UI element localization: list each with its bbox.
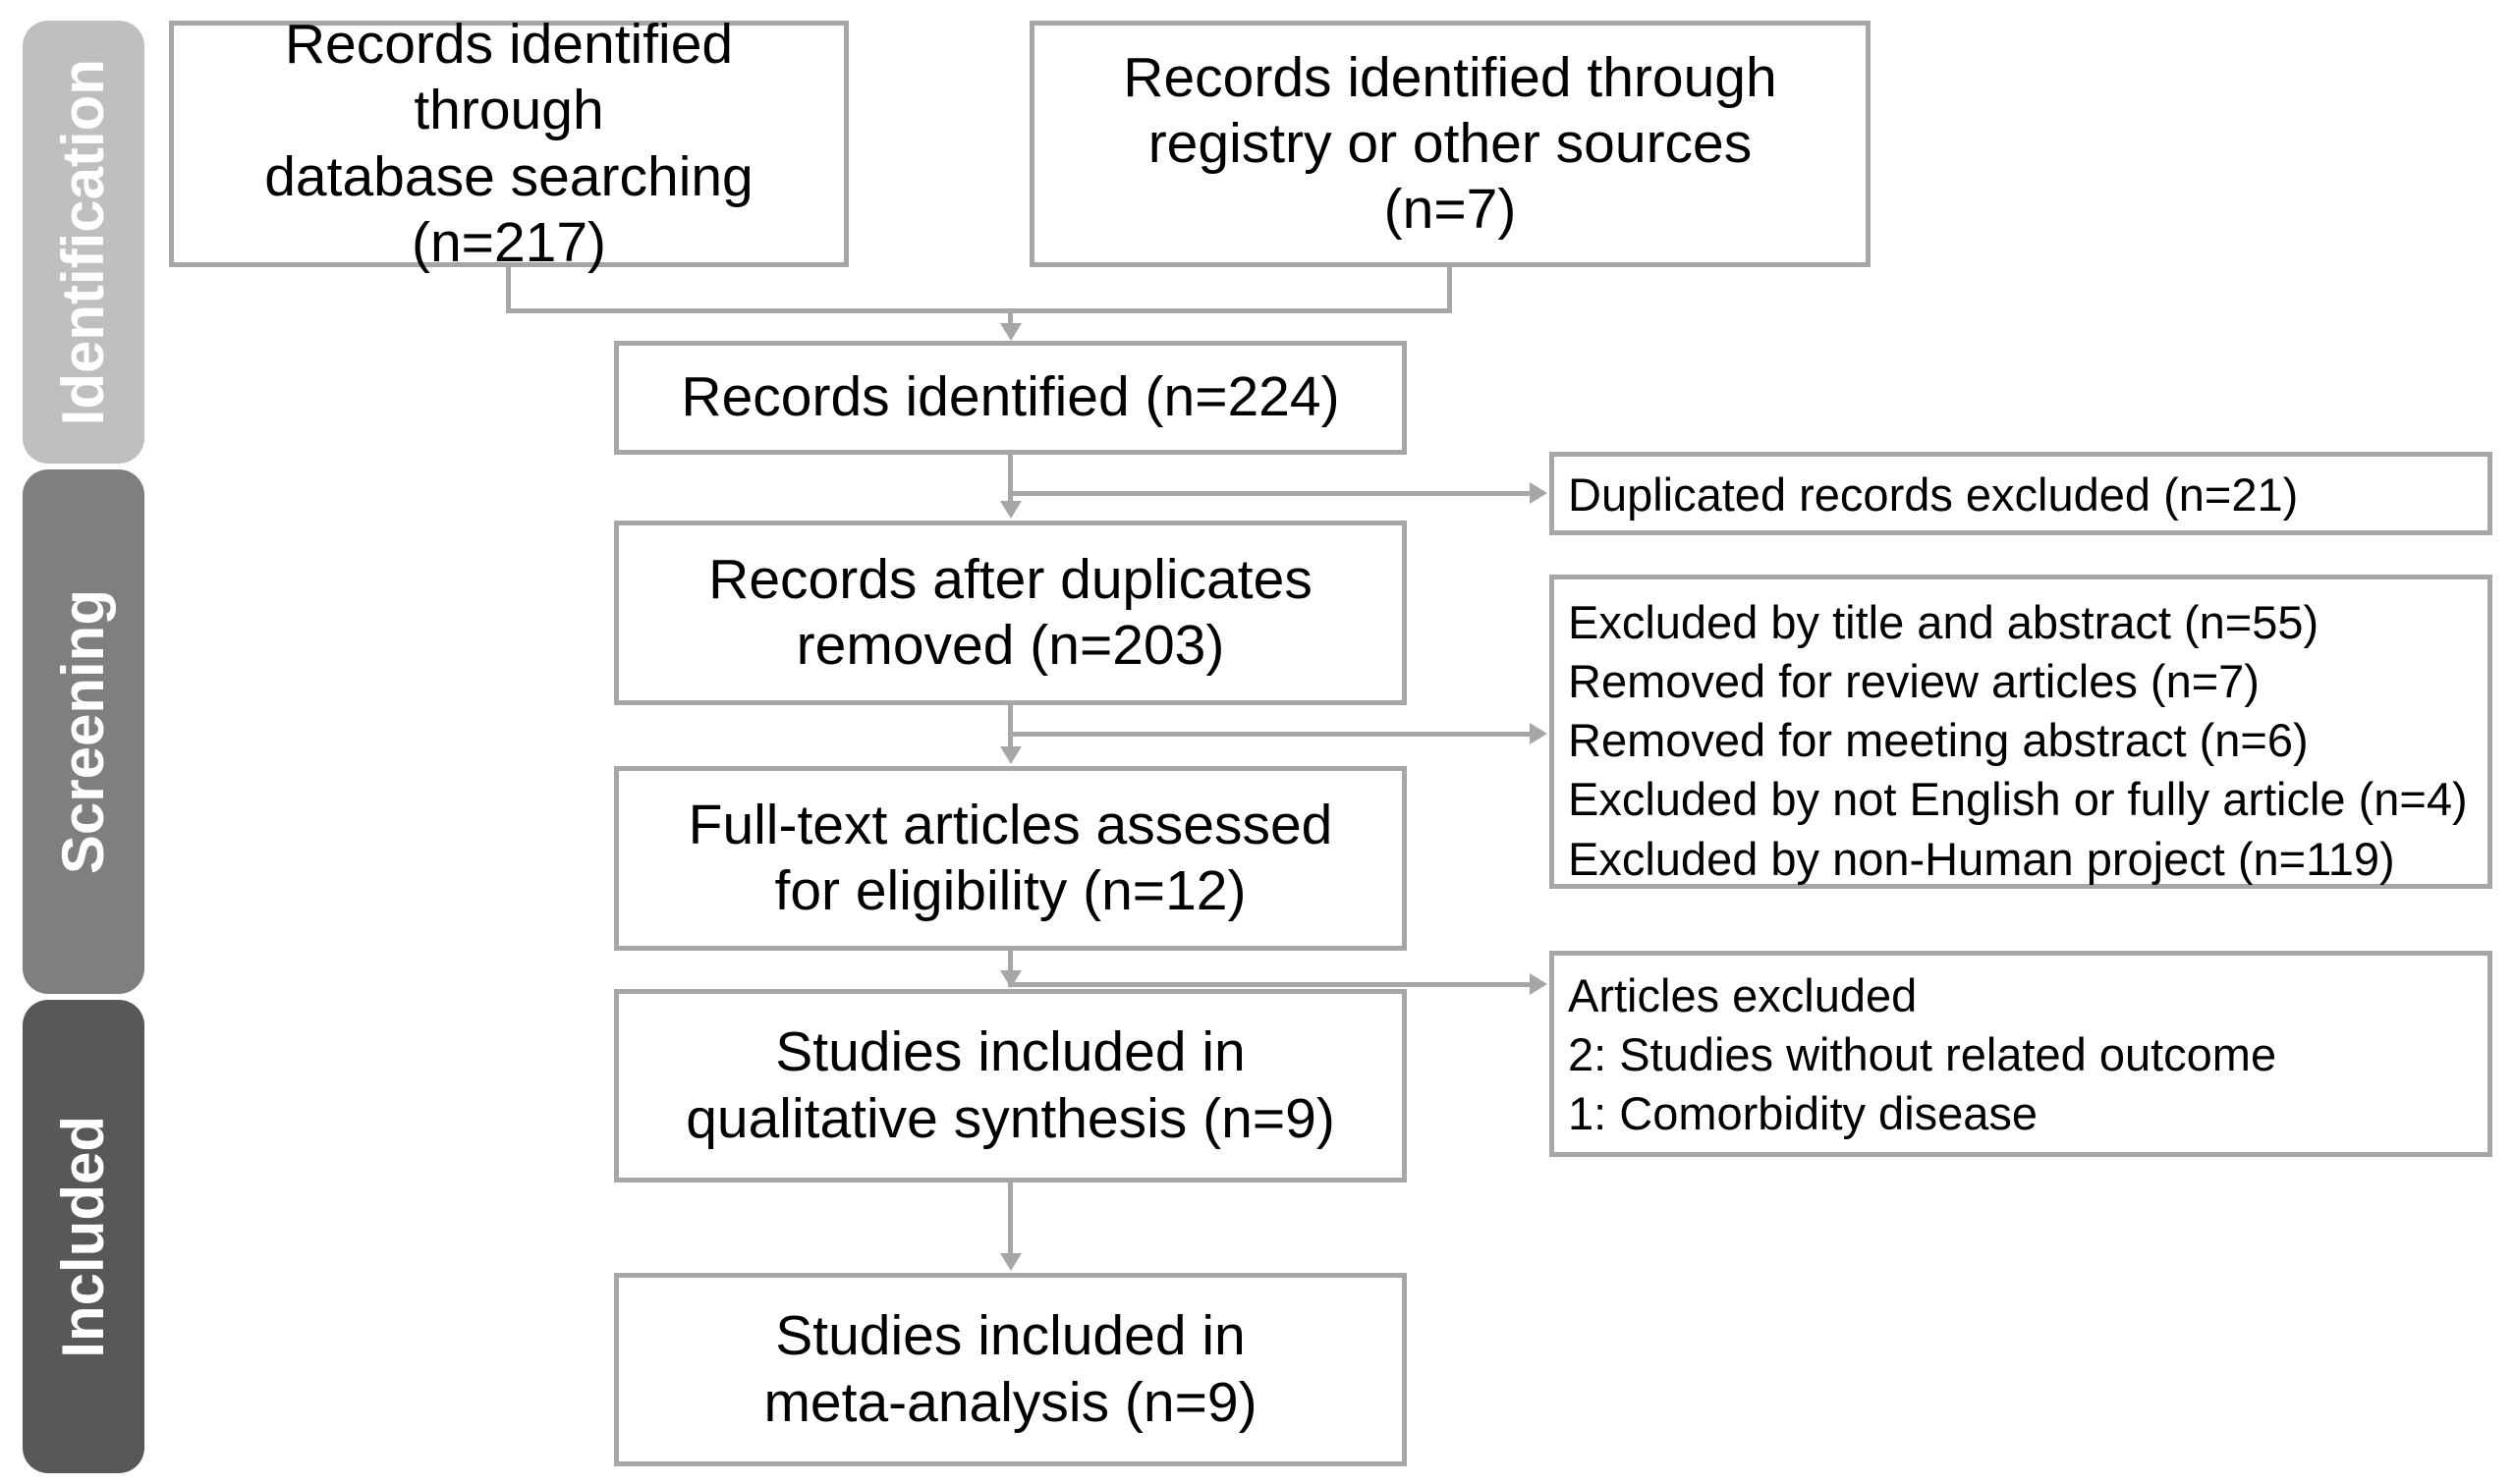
connector-fulltext-down <box>1008 951 1013 972</box>
box-records-identified-database-text: Records identified through database sear… <box>174 12 844 276</box>
box-studies-qualitative-synthesis-text: Studies included in qualitative synthesi… <box>676 1019 1345 1152</box>
exclusion-line: 2: Studies without related outcome <box>1568 1028 2277 1081</box>
box-articles-excluded: Articles excluded 2: Studies without rel… <box>1549 951 2492 1157</box>
stage-band-included: Included <box>23 1000 144 1473</box>
box-studies-meta-analysis-text: Studies included in meta-analysis (n=9) <box>754 1303 1266 1436</box>
connector-merge-down <box>1008 308 1013 326</box>
box-records-identified-database: Records identified through database sear… <box>169 13 849 274</box>
exclusion-line: Duplicated records excluded (n=21) <box>1568 468 2299 521</box>
box-line: Records identified through <box>1123 45 1777 109</box>
box-duplicated-records-excluded: Duplicated records excluded (n=21) <box>1549 452 2492 535</box>
connector-db-search-down <box>506 267 511 312</box>
box-line: Studies included in <box>775 1020 1246 1084</box>
box-screening-exclusion-reasons: Excluded by title and abstract (n=55) Re… <box>1549 575 2492 889</box>
exclusion-line: Excluded by title and abstract (n=55) <box>1568 596 2319 648</box>
connector-qualitative-down <box>1008 1182 1013 1253</box>
box-articles-excluded-text: Articles excluded 2: Studies without rel… <box>1568 966 2276 1143</box>
box-studies-meta-analysis: Studies included in meta-analysis (n=9) <box>614 1273 1407 1466</box>
box-line: (n=7) <box>1383 178 1517 242</box>
box-line: (n=217) <box>411 210 607 274</box>
box-line: removed (n=203) <box>796 614 1225 677</box>
box-line: Studies included in <box>775 1304 1246 1368</box>
box-records-identified-registry: Records identified through registry or o… <box>1030 21 1871 267</box>
box-line: Full-text articles assessed <box>688 793 1333 856</box>
stage-band-identification-label: Identification <box>50 58 116 426</box>
arrowhead-to-duplicates-excluded <box>1530 482 1547 504</box>
stage-band-screening: Screening <box>23 469 144 994</box>
connector-registry-down <box>1447 267 1452 312</box>
box-records-identified-registry-text: Records identified through registry or o… <box>1113 45 1786 244</box>
arrowhead-to-records-identified <box>1000 323 1022 341</box>
stage-band-identification: Identification <box>23 21 144 464</box>
connector-to-eligibility-exclusions <box>1008 982 1532 987</box>
connector-merge-bar <box>506 308 1452 313</box>
exclusion-line: Removed for meeting abstract (n=6) <box>1568 714 2309 767</box>
box-records-after-duplicates-removed-text: Records after duplicates removed (n=203) <box>698 547 1322 680</box>
box-records-identified-total-text: Records identified (n=224) <box>671 364 1349 430</box>
stage-band-screening-label: Screening <box>50 588 116 875</box>
box-line: registry or other sources <box>1147 111 1753 175</box>
connector-to-duplicates-excluded <box>1008 491 1532 496</box>
box-fulltext-articles-assessed-text: Full-text articles assessed for eligibil… <box>679 793 1343 925</box>
arrowhead-to-screening-exclusions <box>1530 723 1547 744</box>
box-records-after-duplicates-removed: Records after duplicates removed (n=203) <box>614 521 1407 705</box>
connector-identified-down <box>1008 455 1013 503</box>
box-line: for eligibility (n=12) <box>774 859 1247 922</box>
exclusion-line: Removed for review articles (n=7) <box>1568 655 2260 708</box>
box-records-identified-total: Records identified (n=224) <box>614 341 1407 455</box>
box-line: Records identified through <box>284 13 734 142</box>
arrowhead-to-records-after-duplicates <box>1000 501 1022 519</box>
arrowhead-to-eligibility-exclusions <box>1530 973 1547 995</box>
exclusion-line: Articles excluded <box>1568 969 1918 1021</box>
box-fulltext-articles-assessed: Full-text articles assessed for eligibil… <box>614 766 1407 951</box>
box-line: database searching <box>264 144 754 208</box>
connector-dedup-down <box>1008 705 1013 748</box>
exclusion-line: Excluded by non-Human project (n=119) <box>1568 832 2395 885</box>
box-line: meta-analysis (n=9) <box>763 1370 1257 1434</box>
exclusion-line: 1: Comorbidity disease <box>1568 1087 2039 1140</box>
connector-to-screening-exclusions <box>1008 732 1532 737</box>
box-screening-exclusion-reasons-text: Excluded by title and abstract (n=55) Re… <box>1568 593 2468 889</box>
stage-band-included-label: Included <box>50 1115 116 1358</box>
exclusion-line: Excluded by not English or fully article… <box>1568 773 2468 826</box>
box-line: Records after duplicates <box>708 547 1313 611</box>
box-line: Records identified (n=224) <box>681 365 1340 429</box>
arrowhead-to-meta-analysis <box>1000 1253 1022 1271</box>
box-duplicated-records-excluded-text: Duplicated records excluded (n=21) <box>1568 466 2298 524</box>
box-line: qualitative synthesis (n=9) <box>686 1086 1335 1150</box>
arrowhead-to-fulltext <box>1000 746 1022 764</box>
box-studies-qualitative-synthesis: Studies included in qualitative synthesi… <box>614 989 1407 1182</box>
